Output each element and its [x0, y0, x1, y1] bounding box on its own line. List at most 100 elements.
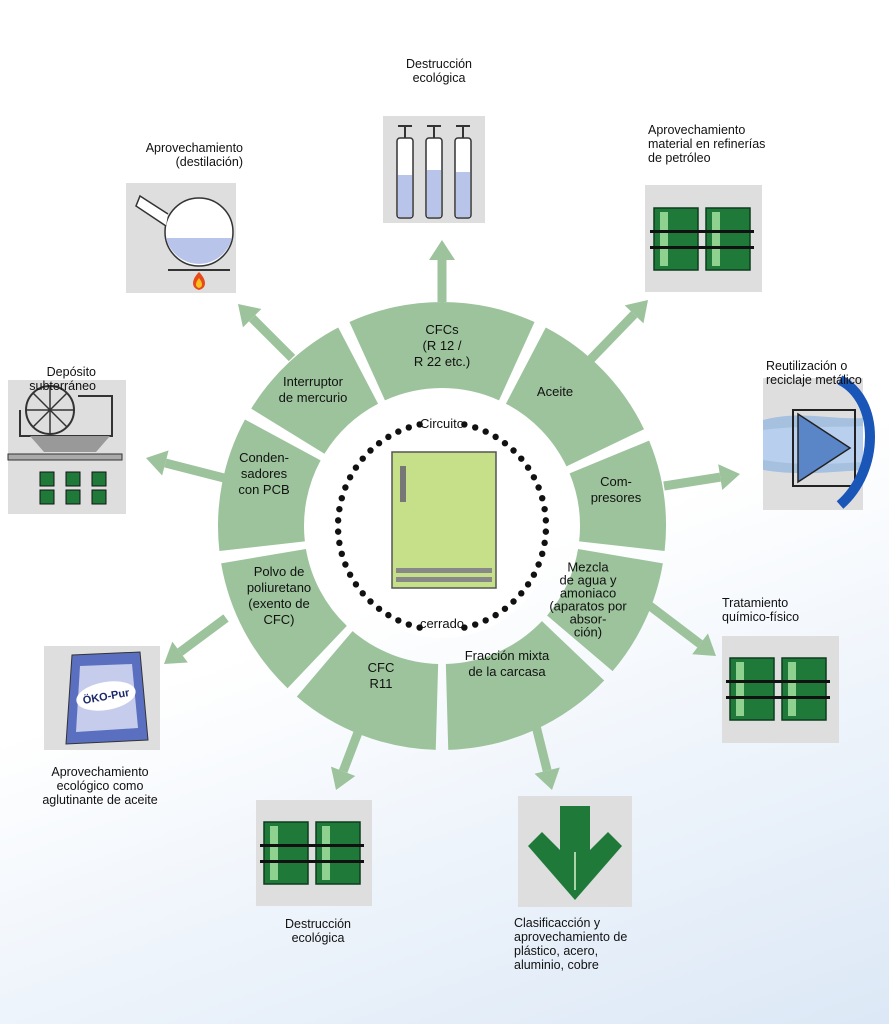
circuit-dot	[342, 561, 349, 568]
segment-shape	[445, 621, 605, 750]
segment-cfcs: CFCs(R 12 /R 22 etc.)	[349, 302, 535, 401]
caption-destilacion: Aprovechamiento(destilación)	[146, 141, 243, 169]
circuit-dot	[352, 464, 360, 471]
fridge-icon	[391, 451, 497, 589]
circuit-label-top: Circuito	[420, 416, 464, 431]
circuit-dot	[416, 624, 423, 631]
circuit-dot	[367, 598, 374, 605]
segment-shape	[296, 631, 439, 750]
circuit-dot	[336, 539, 343, 547]
circuit-dot	[461, 421, 468, 428]
closed-circuit-dots	[334, 421, 550, 631]
circuit-dot	[359, 590, 366, 597]
segment-aceite: Aceite	[505, 327, 645, 467]
drum-group-refinerias	[650, 207, 754, 271]
circuit-dot	[352, 581, 360, 588]
circuit-dot	[542, 517, 550, 524]
metal-recycling-icon	[763, 375, 875, 510]
circuit-dot	[359, 455, 366, 462]
segment-compresores: Com-presores	[569, 440, 666, 551]
flow-arrow	[164, 614, 229, 664]
circuit-dot	[472, 621, 479, 628]
circuit-dot	[510, 598, 517, 605]
circuit-dot	[395, 428, 402, 435]
circuit-dot	[385, 433, 392, 441]
segment-shape	[221, 549, 347, 689]
circuit-dot	[375, 440, 383, 447]
flow-arrow	[429, 240, 455, 302]
circuit-dot	[472, 424, 479, 431]
segment-shape	[505, 327, 645, 467]
circuit-dot	[535, 561, 542, 568]
circuit-dot	[524, 581, 532, 588]
circuit-label-bottom: cerrado	[420, 616, 464, 631]
circuit-dot	[338, 550, 345, 558]
segment-label: Aceite	[537, 384, 573, 399]
circuit-dot	[518, 455, 525, 462]
segment-shape	[251, 327, 379, 454]
flow-arrow	[586, 300, 648, 364]
circuit-dot	[385, 611, 392, 619]
segment-shape	[218, 419, 321, 551]
circuit-dot	[492, 611, 499, 619]
flow-arrow	[146, 450, 226, 483]
circuit-dot	[501, 605, 509, 612]
circuit-dot	[524, 464, 532, 471]
segment-shape	[547, 549, 663, 672]
flow-arrow	[663, 464, 740, 491]
circuit-dot	[367, 447, 374, 454]
circuit-dot	[461, 624, 468, 631]
segment-label: CFCs(R 12 /R 22 etc.)	[414, 322, 470, 369]
segments-ring: CFCs(R 12 /R 22 etc.) AceiteCom-presoresM…	[218, 302, 666, 750]
segment-label: Com-presores	[591, 474, 642, 505]
circuit-dot	[395, 617, 402, 624]
gas-cylinders-icon	[383, 116, 485, 223]
circuit-dot	[334, 517, 342, 524]
underground-mine-icon	[7, 380, 126, 514]
circuit-dot	[541, 539, 548, 547]
circuit-dot	[530, 571, 538, 578]
circuit-dot	[342, 484, 349, 491]
circuit-dot	[535, 484, 542, 491]
circuit-dot	[346, 571, 354, 578]
circuit-dot	[541, 505, 548, 513]
circuit-dot	[510, 447, 517, 454]
sorting-arrow-icon	[518, 796, 632, 907]
circuit-dot	[501, 440, 509, 447]
flow-arrow	[530, 720, 560, 790]
circuit-dot	[482, 617, 489, 624]
circuit-dot	[338, 494, 345, 502]
circuit-dot	[416, 421, 423, 428]
flow-arrow	[238, 304, 296, 362]
segment-shape	[569, 440, 666, 551]
circuit-dot	[482, 428, 489, 435]
circuit-dot	[539, 494, 546, 502]
circuit-dot	[530, 474, 538, 481]
drum-group-destruccion	[260, 821, 364, 885]
circuit-dot	[375, 605, 383, 612]
circuit-dot	[518, 590, 525, 597]
segment-shape	[349, 302, 535, 401]
flow-arrow	[647, 602, 716, 656]
circuit-dot	[405, 424, 412, 431]
circuit-dot	[336, 505, 343, 513]
